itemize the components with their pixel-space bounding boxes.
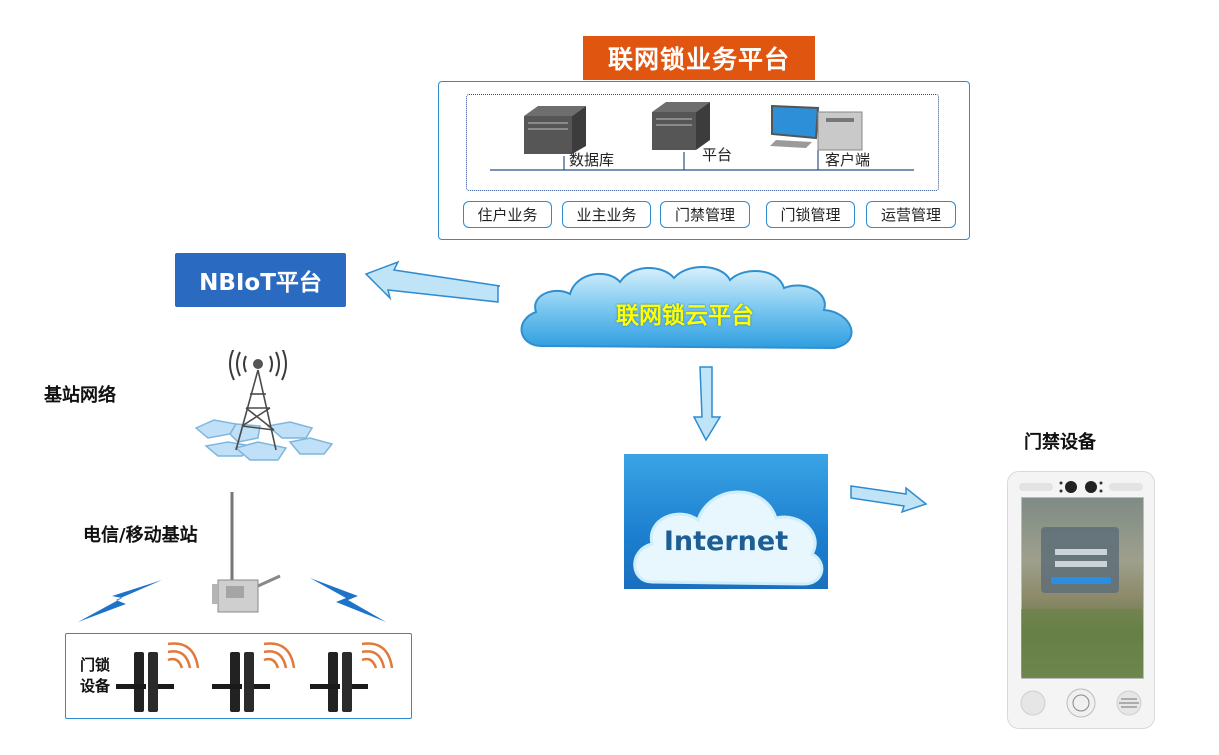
- device-label-database: 数据库: [569, 151, 615, 169]
- business-platform-box: [438, 81, 970, 240]
- device-label-platform: 平台: [702, 146, 733, 164]
- cloud-platform-label: 联网锁云平台: [616, 303, 754, 329]
- lightning-signal-icon-left: [78, 580, 162, 622]
- arrow-to-nbiot: [364, 260, 501, 303]
- door-lock-icon: [212, 642, 296, 712]
- terminal-camera-bar: [1019, 481, 1143, 493]
- module-lock-management[interactable]: 门锁管理: [766, 201, 855, 228]
- lightning-signal-icon-right: [310, 578, 386, 622]
- terminal-login-overlay: [1021, 527, 1142, 677]
- telecom-station-label: 电信/移动基站: [83, 525, 198, 546]
- device-label-client: 客户端: [825, 151, 871, 169]
- arrow-to-access-device: [850, 485, 928, 514]
- internet-panel: [624, 454, 828, 589]
- door-lock-group: [65, 633, 412, 719]
- internet-cloud-icon: [633, 490, 824, 586]
- server-icon: [524, 106, 586, 154]
- server-icon: [652, 102, 710, 150]
- internet-label: Internet: [663, 526, 789, 557]
- door-lock-icon: [310, 642, 394, 712]
- antenna-device-icon: [212, 492, 281, 613]
- computer-icon: [770, 104, 863, 151]
- device-network-diagram: [490, 102, 914, 171]
- door-lock-label-line2: 设备: [80, 677, 111, 695]
- arrow-to-internet: [692, 366, 722, 442]
- nbiot-platform: NBIoT平台: [175, 253, 346, 307]
- base-station-network-label: 基站网络: [44, 385, 116, 406]
- cell-tower-icon: [194, 350, 334, 461]
- access-device-label: 门禁设备: [1024, 432, 1096, 453]
- door-lock-icons: [116, 642, 394, 712]
- module-owner-business[interactable]: 业主业务: [562, 201, 651, 228]
- terminal-bottom-controls: [1020, 688, 1142, 718]
- module-operations[interactable]: 运营管理: [866, 201, 956, 228]
- door-lock-icon: [116, 642, 200, 712]
- cloud-platform-shape: [520, 265, 853, 350]
- device-group-box: [466, 94, 939, 191]
- business-platform-title: 联网锁业务平台: [583, 36, 815, 80]
- door-lock-label: 门锁 设备: [80, 655, 120, 697]
- door-lock-label-line1: 门锁: [80, 656, 111, 674]
- module-resident-business[interactable]: 住户业务: [463, 201, 552, 228]
- module-access-control[interactable]: 门禁管理: [660, 201, 750, 228]
